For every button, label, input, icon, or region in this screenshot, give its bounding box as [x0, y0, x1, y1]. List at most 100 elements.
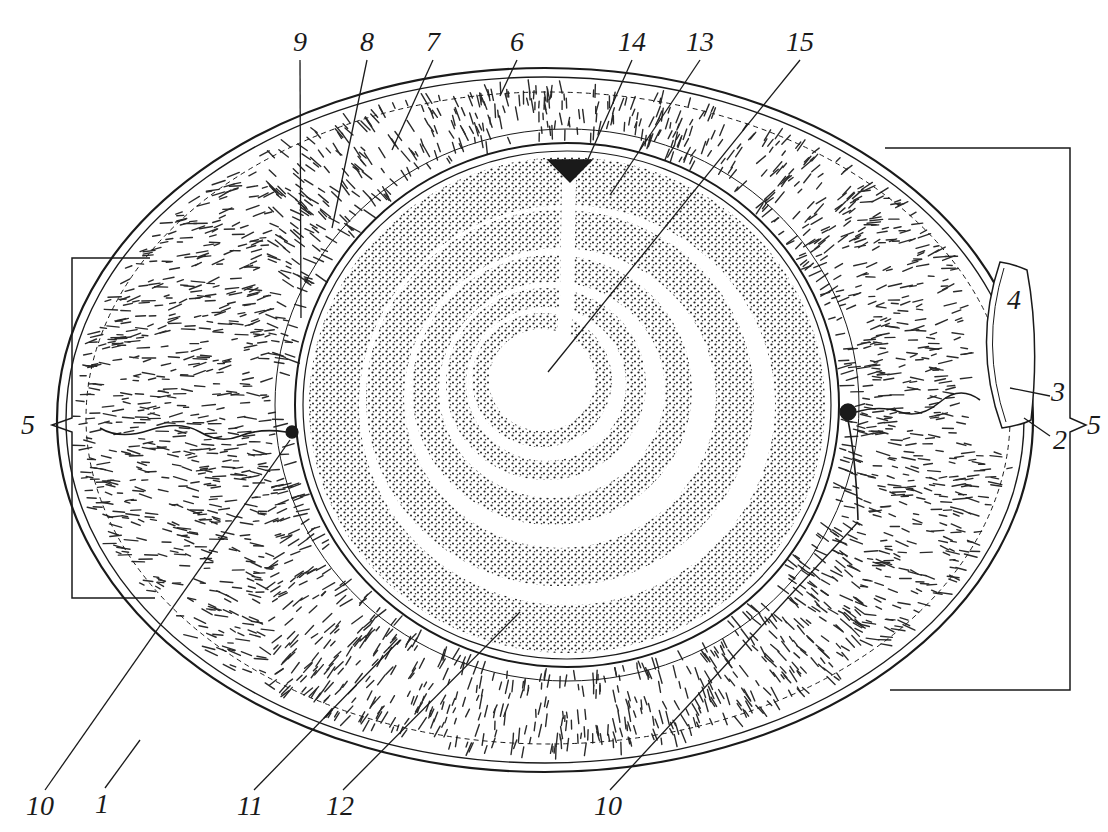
fiber-stroke: [161, 363, 170, 365]
fiber-stroke: [942, 413, 953, 416]
fiber-stroke: [955, 456, 964, 457]
fiber-stroke: [296, 184, 302, 189]
fiber-stroke: [232, 569, 244, 571]
fiber-stroke: [595, 690, 597, 699]
fiber-stroke: [110, 535, 122, 536]
fiber-stroke: [275, 503, 285, 505]
fiber-stroke: [229, 549, 236, 551]
fiber-stroke: [954, 337, 960, 340]
fiber-stroke: [251, 331, 261, 332]
fiber-stroke: [962, 416, 968, 417]
fiber-stroke: [488, 115, 492, 127]
fiber-stroke: [294, 230, 304, 238]
fiber-stroke: [960, 377, 971, 378]
fiber-stroke: [270, 223, 278, 227]
fiber-stroke: [188, 456, 197, 458]
fiber-stroke: [881, 644, 892, 646]
fiber-stroke: [911, 466, 918, 468]
fiber-stroke: [867, 320, 874, 323]
fiber-stroke: [794, 641, 798, 646]
fiber-stroke: [323, 201, 329, 206]
fiber-stroke: [285, 242, 295, 247]
fiber-stroke: [544, 669, 546, 681]
fiber-stroke: [768, 139, 773, 146]
fiber-stroke: [165, 402, 171, 404]
fiber-stroke: [276, 669, 283, 674]
fiber-stroke: [153, 235, 160, 236]
fiber-stroke: [169, 314, 175, 316]
fiber-stroke: [902, 529, 909, 532]
fiber-stroke: [137, 337, 144, 339]
fiber-stroke: [136, 328, 148, 329]
fiber-stroke: [210, 504, 222, 506]
fiber-stroke: [989, 482, 1002, 485]
fiber-stroke: [871, 342, 877, 344]
fiber-stroke: [678, 118, 682, 127]
fiber-stroke: [286, 262, 291, 265]
fiber-stroke: [849, 236, 860, 242]
fiber-stroke: [261, 353, 269, 355]
fiber-stroke: [322, 540, 328, 543]
fiber-stroke: [927, 337, 935, 338]
fiber-stroke: [262, 396, 268, 398]
fiber-stroke: [846, 377, 857, 380]
fiber-stroke: [355, 674, 362, 683]
fiber-stroke: [911, 377, 924, 380]
fiber-stroke: [249, 196, 258, 197]
fiber-stroke: [157, 446, 169, 449]
fiber-stroke: [492, 738, 495, 747]
fiber-stroke: [958, 321, 963, 323]
fiber-stroke: [980, 469, 990, 470]
fiber-stroke: [789, 169, 794, 174]
fiber-stroke: [840, 595, 852, 601]
fiber-stroke: [261, 244, 268, 246]
fiber-stroke: [972, 462, 985, 465]
fiber-stroke: [499, 682, 501, 689]
fiber-stroke: [881, 318, 887, 320]
fiber-stroke: [785, 565, 793, 569]
fiber-stroke: [885, 337, 895, 339]
fiber-stroke: [177, 405, 185, 407]
fiber-stroke: [272, 419, 283, 421]
fiber-stroke: [298, 539, 307, 546]
fiber-stroke: [816, 254, 821, 256]
fiber-stroke: [250, 509, 258, 512]
fiber-stroke: [858, 342, 870, 345]
fiber-stroke: [873, 411, 884, 412]
fiber-stroke: [719, 690, 724, 699]
fiber-stroke: [835, 528, 842, 532]
fiber-stroke: [191, 291, 202, 292]
fiber-stroke: [430, 109, 433, 118]
fiber-stroke: [632, 109, 635, 115]
fiber-stroke: [322, 592, 326, 596]
fiber-stroke: [285, 643, 289, 648]
fiber-stroke: [985, 504, 991, 506]
fiber-stroke: [635, 697, 637, 702]
fiber-stroke: [157, 376, 165, 378]
fiber-stroke: [858, 422, 867, 425]
fiber-stroke: [253, 520, 258, 522]
fiber-stroke: [599, 683, 601, 691]
fiber-stroke: [164, 295, 169, 297]
fiber-stroke: [950, 541, 956, 542]
fiber-stroke: [209, 498, 217, 500]
fiber-stroke: [108, 532, 118, 535]
fiber-stroke: [860, 201, 873, 203]
fiber-stroke: [683, 129, 687, 139]
fiber-stroke: [914, 455, 923, 456]
fiber-stroke: [268, 241, 278, 247]
fiber-stroke: [873, 379, 881, 381]
fiber-stroke: [839, 360, 849, 362]
fiber-stroke: [770, 670, 775, 676]
fiber-stroke: [817, 183, 822, 189]
fiber-stroke: [932, 354, 937, 356]
fiber-stroke: [929, 343, 940, 345]
fiber-stroke: [613, 690, 615, 702]
fiber-stroke: [679, 157, 682, 161]
fiber-stroke: [367, 681, 374, 688]
fiber-stroke: [910, 381, 917, 382]
fiber-stroke: [674, 701, 679, 710]
fiber-stroke: [947, 385, 954, 387]
fiber-stroke: [378, 675, 385, 685]
